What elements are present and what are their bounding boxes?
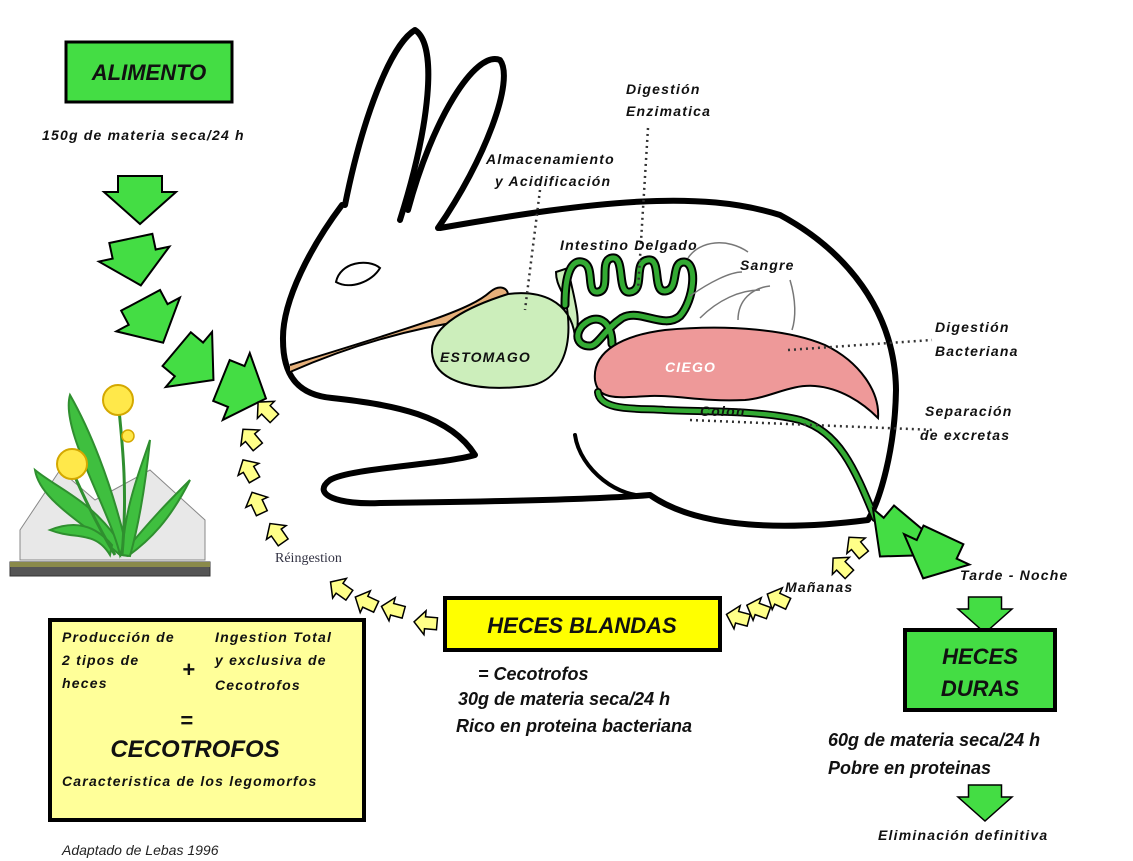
label-enzimatica-1: Digestión [626, 81, 701, 97]
absorption-arrows [688, 243, 795, 330]
summary-box [50, 620, 364, 820]
summary-plus: + [182, 657, 195, 682]
label-enzimatica-2: Enzimatica [626, 103, 711, 119]
heces-blandas-line3: Rico en proteina bacteriana [456, 716, 692, 736]
summary-equals: = [180, 708, 193, 733]
summary-right-2: y exclusiva de [214, 652, 327, 668]
summary-left-3: heces [62, 675, 108, 691]
summary-left-2: 2 tipos de [61, 652, 139, 668]
dandelion-illustration [10, 385, 210, 576]
heces-duras-line1: 60g de materia seca/24 h [828, 730, 1040, 750]
heces-duras-line2: Pobre en proteinas [828, 758, 991, 778]
heces-blandas-line2: 30g de materia seca/24 h [458, 689, 670, 709]
feed-arrow [104, 176, 176, 224]
cecotrofo-arrow [350, 586, 381, 617]
cecotrofo-arrow [378, 595, 406, 624]
heces-blandas-line1: = Cecotrofos [478, 664, 589, 684]
label-almacenamiento-2: y Acidificación [494, 173, 611, 189]
flower-icon [103, 385, 133, 415]
label-separacion-2: de excretas [920, 427, 1010, 443]
feces-arrow [958, 785, 1012, 821]
heces-duras-title-2: DURAS [941, 676, 1020, 701]
cecotrofo-arrow [413, 610, 438, 636]
stomach [432, 268, 578, 388]
label-sangre: Sangre [740, 257, 795, 273]
label-bacteriana-2: Bacteriana [935, 343, 1019, 359]
label-ciego: CIEGO [665, 359, 716, 375]
flower-icon [122, 430, 134, 442]
summary-right-3: Cecotrofos [215, 677, 301, 693]
label-separacion-1: Separación [925, 403, 1012, 419]
label-bacteriana-1: Digestión [935, 319, 1010, 335]
credit-text: Adaptado de Lebas 1996 [61, 842, 219, 858]
summary-right-1: Ingestion Total [215, 629, 332, 645]
alimento-title: ALIMENTO [91, 60, 206, 85]
summary-title: CECOTROFOS [110, 736, 279, 763]
feces-arrow [958, 597, 1012, 633]
label-almacenamiento-1: Almacenamiento [485, 151, 615, 167]
cecotrofo-arrow [260, 517, 293, 550]
summary-left-1: Producción de [62, 629, 175, 645]
label-mananas: Mañanas [785, 579, 853, 595]
label-colon: Colon [700, 403, 746, 419]
alimento-amount: 150g de materia seca/24 h [42, 127, 245, 143]
cecotrofo-arrow [233, 454, 265, 486]
cecotrofo-arrow [825, 550, 858, 583]
cecotrofo-arrow [241, 487, 272, 518]
heces-duras-final: Eliminación definitiva [878, 827, 1048, 843]
flower-icon [57, 449, 87, 479]
heces-duras-title-1: HECES [942, 644, 1018, 669]
cecotrofo-arrow [324, 572, 357, 605]
heces-blandas-title: HECES BLANDAS [487, 613, 677, 638]
rabbit-eye [336, 263, 380, 285]
label-reingestion: Réingestion [275, 551, 342, 566]
cecotrofo-arrow [234, 422, 267, 455]
feed-arrow [96, 231, 176, 293]
label-estomago: ESTOMAGO [440, 349, 531, 365]
label-intestino: Intestino Delgado [560, 237, 698, 253]
label-tarde-noche: Tarde - Noche [960, 567, 1068, 583]
summary-caption: Caracteristica de los legomorfos [62, 773, 317, 789]
